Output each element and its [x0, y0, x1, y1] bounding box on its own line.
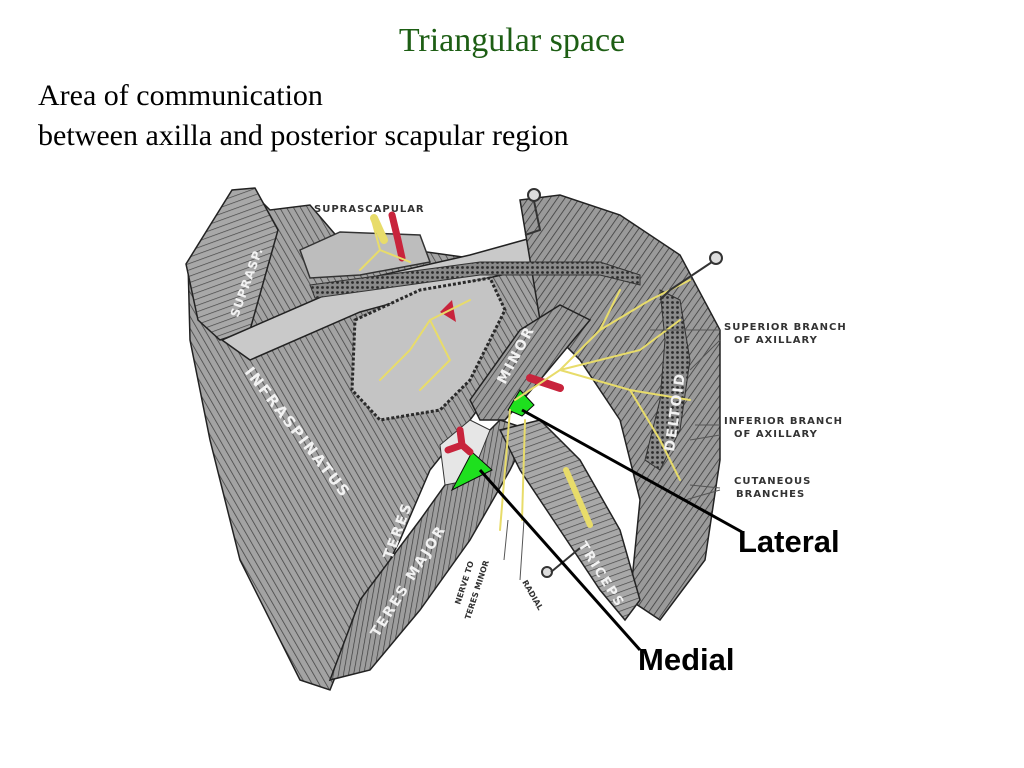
label-cutaneous-2: BRANCHES: [736, 489, 805, 500]
slide-title: Triangular space: [398, 22, 626, 59]
label-radial: RADIAL: [520, 579, 544, 612]
label-superior-branch-2: OF AXILLARY: [734, 335, 818, 346]
label-suprascapular: SUPRASCAPULAR: [314, 204, 425, 215]
callout-leaders: [478, 408, 743, 651]
infraspinous-window: [350, 276, 507, 422]
suprascapular-artery: [388, 211, 406, 262]
triangular-space-lateral: [507, 389, 535, 417]
triangular-space-medial: [450, 451, 493, 492]
deltoid-border: [644, 289, 691, 471]
radial-nerve: [563, 467, 593, 528]
supraspinatus-muscle: [185, 187, 279, 341]
callout-lateral: Lateral: [738, 524, 840, 559]
subtitle-line-1: Area of communication: [38, 79, 323, 112]
circumflex-scapular-artery: [444, 426, 474, 456]
label-inferior-branch-2: OF AXILLARY: [734, 429, 818, 440]
posterior-circumflex-artery: [526, 374, 564, 392]
label-inferior-branch-1: INFERIOR BRANCH: [724, 416, 843, 427]
retractor-pins: [524, 188, 723, 578]
triceps-muscle: [498, 419, 641, 622]
nerve-branches: [359, 219, 691, 531]
teres-minor-muscle: [469, 304, 592, 421]
label-cutaneous-1: CUTANEOUS: [734, 476, 811, 487]
spine-cut-margin: [309, 261, 641, 299]
subtitle-line-2: between axilla and posterior scapular re…: [38, 119, 569, 152]
label-superior-branch-1: SUPERIOR BRANCH: [724, 322, 847, 333]
label-leaders: [503, 329, 721, 581]
suprascapular-nerve-band: [370, 214, 388, 244]
quadrangular-window: [439, 419, 491, 486]
callout-medial: Medial: [638, 642, 734, 677]
slide-subtitle: Area of communication between axilla and…: [38, 76, 569, 156]
